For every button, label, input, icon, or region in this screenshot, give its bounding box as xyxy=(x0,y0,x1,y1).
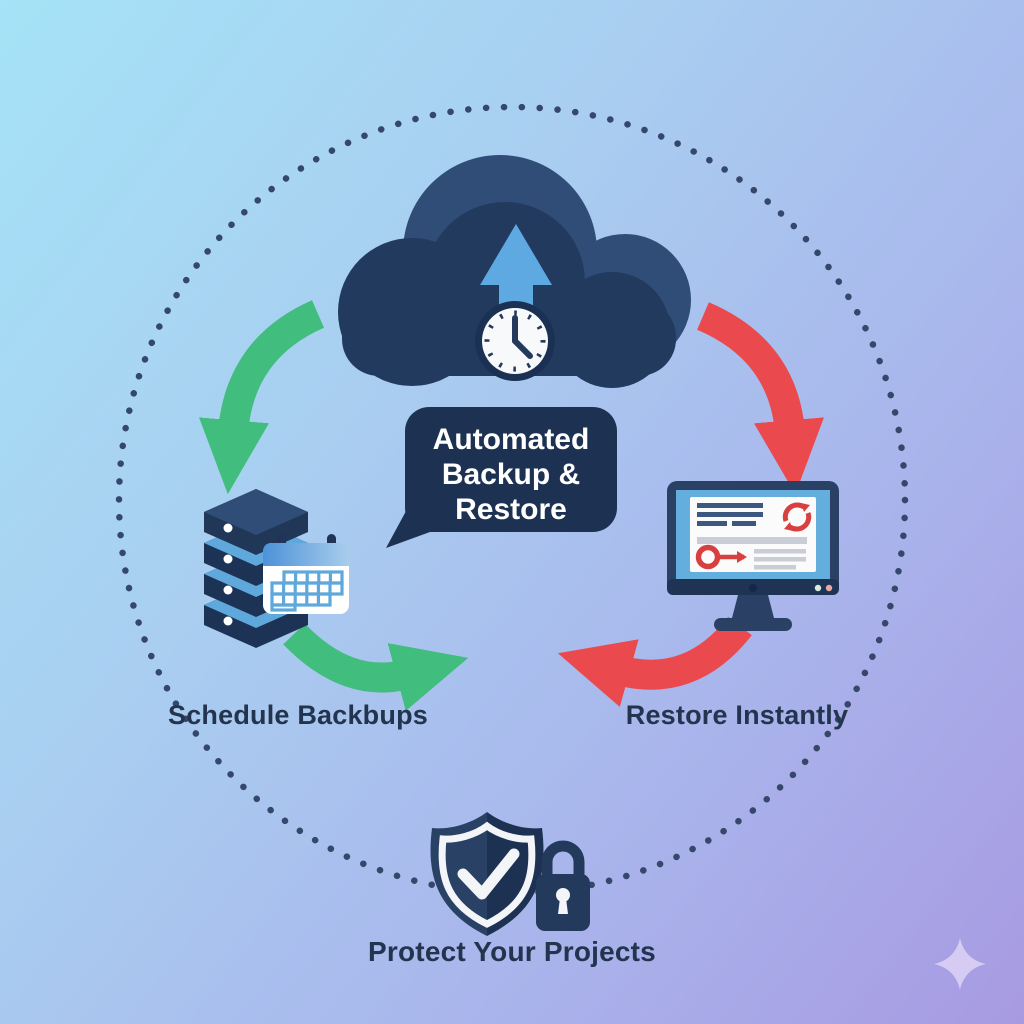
cloud-upload-clock-icon xyxy=(338,155,691,388)
bubble-line-3: Restore xyxy=(455,492,567,526)
calendar-icon xyxy=(263,534,349,614)
schedule-backups-label: Schedule Backbups xyxy=(168,700,428,730)
green-arrow-cloud-to-servers xyxy=(198,300,325,495)
sparkle-icon xyxy=(934,938,986,990)
green-arrow-servers-to-bottom xyxy=(283,623,469,711)
upload-arrow-icon xyxy=(480,224,552,345)
clock-icon xyxy=(475,301,555,381)
speech-bubble xyxy=(386,407,617,548)
shield-check-icon xyxy=(430,812,544,936)
red-arrow-monitor-to-bottom xyxy=(557,616,752,707)
padlock-icon xyxy=(536,840,590,931)
sync-arrows-icon xyxy=(782,502,812,532)
bubble-line-1: Automated xyxy=(432,422,590,456)
protect-projects-label: Protect Your Projects xyxy=(368,936,656,967)
bubble-text: Automated Backup & Restore xyxy=(405,418,617,530)
dotted-cycle-circle xyxy=(115,103,909,897)
bubble-line-2: Backup & xyxy=(441,457,581,491)
restore-monitor-icon xyxy=(667,481,839,631)
key-icon xyxy=(695,544,747,570)
restore-instantly-label: Restore Instantly xyxy=(625,700,849,730)
server-stack-calendar-icon xyxy=(204,489,349,648)
red-arrow-cloud-to-monitor xyxy=(696,302,824,495)
